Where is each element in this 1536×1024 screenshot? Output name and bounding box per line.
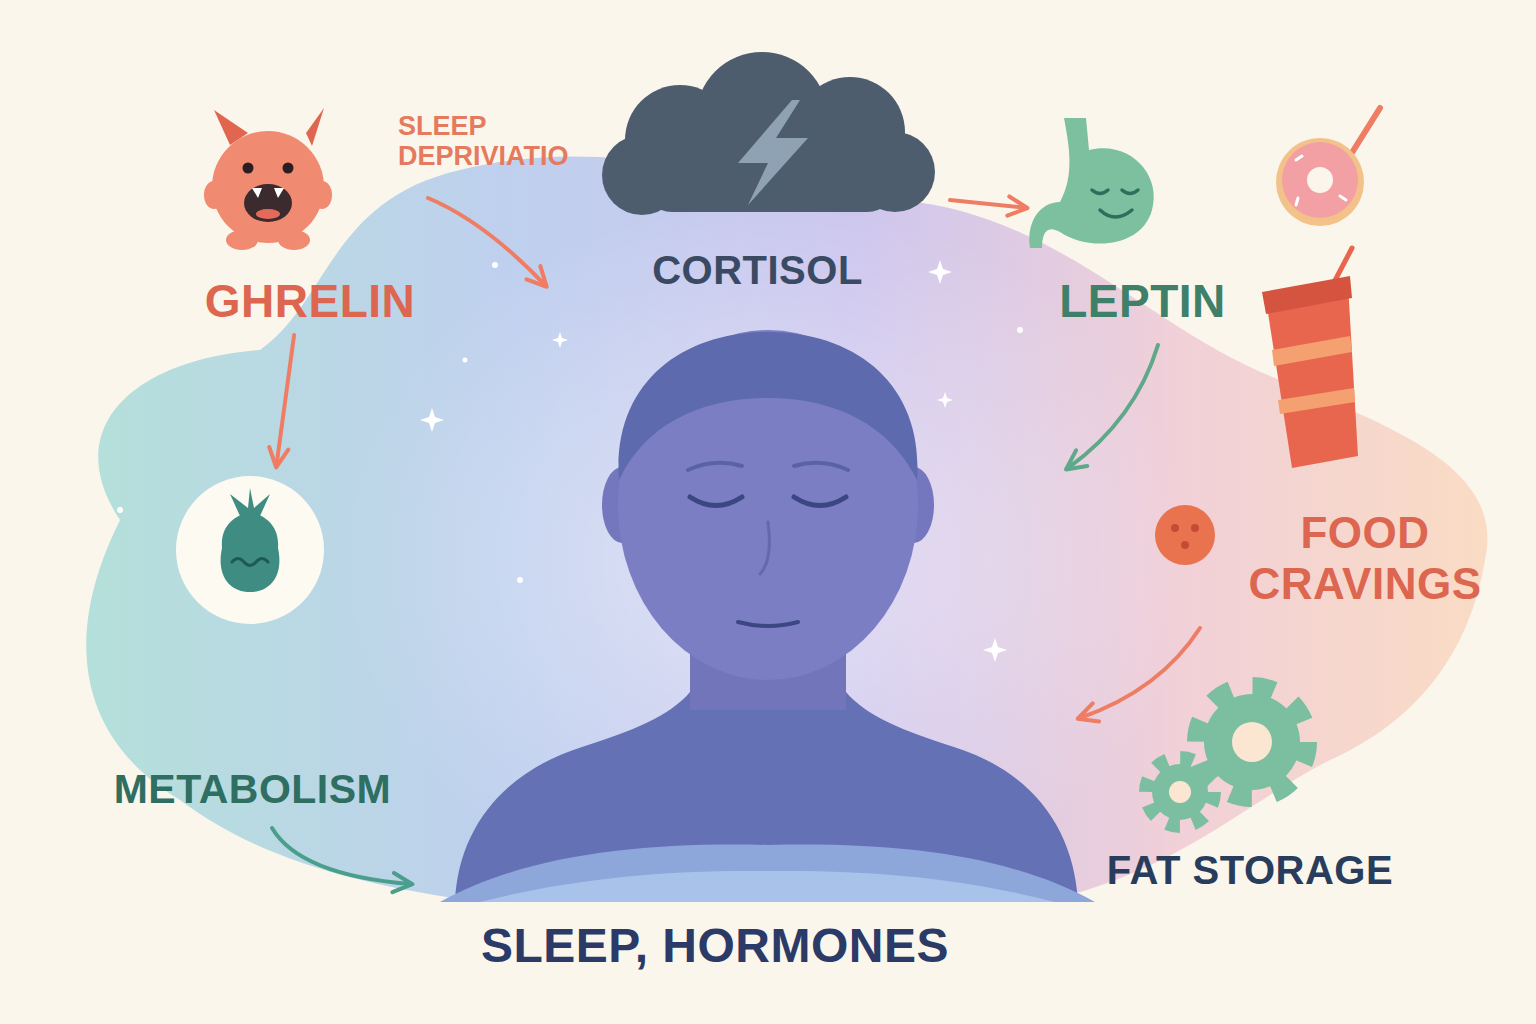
badge-circle	[176, 476, 324, 624]
node-label: GHRELIN	[205, 275, 416, 328]
sparkle-dot	[463, 358, 468, 363]
stomach-smile	[1100, 210, 1132, 217]
gear	[1152, 764, 1208, 820]
sparkle-dot	[517, 577, 523, 583]
tomato-seed	[1191, 524, 1199, 532]
node-label: LEPTIN	[1059, 275, 1226, 328]
cup-stripe	[1278, 388, 1355, 414]
concept-node: FOOD CRAVINGS	[1225, 500, 1505, 620]
cup-lid	[1262, 276, 1352, 314]
sprinkle	[1296, 156, 1302, 160]
concept-node: METABOLISM	[100, 470, 405, 815]
sparkle	[928, 260, 952, 284]
concept-node: CORTISOL	[570, 65, 945, 295]
leptin-stomach	[1029, 118, 1154, 248]
donut-icing	[1282, 142, 1358, 218]
donut-base	[1276, 138, 1364, 226]
tomato-slice	[1155, 505, 1215, 565]
lightning-bolt	[738, 100, 808, 205]
sparkle-dot	[1017, 327, 1023, 333]
person-eye	[794, 497, 846, 506]
gear-hole	[1232, 722, 1272, 762]
sparkle	[983, 638, 1007, 662]
sprinkle	[1340, 196, 1346, 200]
tomato-icon	[1155, 505, 1215, 565]
monster-tongue	[256, 209, 280, 219]
drink-icon	[1262, 248, 1358, 468]
person-mouth	[738, 622, 798, 626]
metabolism-badge	[176, 476, 324, 624]
gear	[1204, 694, 1300, 790]
tomato-seed	[1181, 541, 1189, 549]
flow-arrow	[1068, 345, 1158, 468]
flow-arrow	[272, 828, 410, 884]
concept-node: GHRELIN	[195, 105, 425, 330]
stomach-shape	[1029, 118, 1154, 248]
person-eye	[690, 497, 742, 506]
flow-arrow	[1080, 628, 1200, 718]
donut-icon	[1276, 108, 1380, 226]
concept-node: FAT STORAGE	[1090, 680, 1410, 895]
sparkle	[937, 392, 953, 408]
bag-face	[232, 559, 268, 566]
gears-icon	[1146, 686, 1308, 826]
tomato-seed	[1171, 524, 1179, 532]
sparkle-dot	[117, 507, 123, 513]
node-label: FOOD CRAVINGS	[1234, 508, 1496, 609]
monster-horn	[306, 108, 324, 146]
background-blob	[86, 156, 1487, 902]
sprinkle	[1296, 198, 1298, 205]
person-brow	[688, 463, 742, 470]
stomach-eye	[1122, 190, 1138, 194]
ghrelin-monster	[204, 108, 332, 250]
monster-mouth	[244, 184, 292, 222]
person-brow	[794, 463, 848, 470]
cup-body	[1266, 284, 1358, 468]
person-head	[618, 330, 918, 680]
stomach-eye	[1092, 190, 1108, 194]
bag-body	[221, 512, 280, 592]
concept-node: LEPTIN	[1030, 110, 1255, 330]
diagram-title: SLEEP, HORMONES	[415, 918, 1015, 973]
note-label: SLEEP DEPRIVIATIO	[398, 112, 598, 171]
node-label: METABOLISM	[114, 766, 392, 813]
person-nose	[760, 522, 769, 574]
monster-body	[212, 131, 324, 243]
node-label: CORTISOL	[652, 247, 863, 293]
monster-eye	[243, 163, 254, 174]
blanket-fold	[480, 871, 1055, 902]
flow-arrow	[950, 200, 1025, 208]
person-hair	[619, 332, 918, 480]
cortisol-cloud	[602, 52, 935, 215]
sparkle-dot	[492, 262, 498, 268]
flow-arrow	[428, 198, 545, 285]
monster-eye	[283, 163, 294, 174]
bag-tuft	[230, 488, 270, 516]
donut-hole	[1307, 167, 1333, 193]
sparkle	[420, 408, 444, 432]
gear-hole	[1169, 781, 1191, 803]
cup-stripe	[1272, 336, 1352, 366]
monster-teeth	[252, 188, 284, 198]
sparkle	[552, 332, 568, 348]
node-label: FAT STORAGE	[1107, 847, 1393, 893]
sprinkles	[1296, 156, 1346, 205]
blanket	[440, 845, 1095, 902]
flow-arrow	[277, 335, 295, 465]
gear-teeth	[1146, 758, 1214, 826]
sleeping-person	[440, 330, 1095, 902]
gear-teeth	[1196, 686, 1308, 798]
